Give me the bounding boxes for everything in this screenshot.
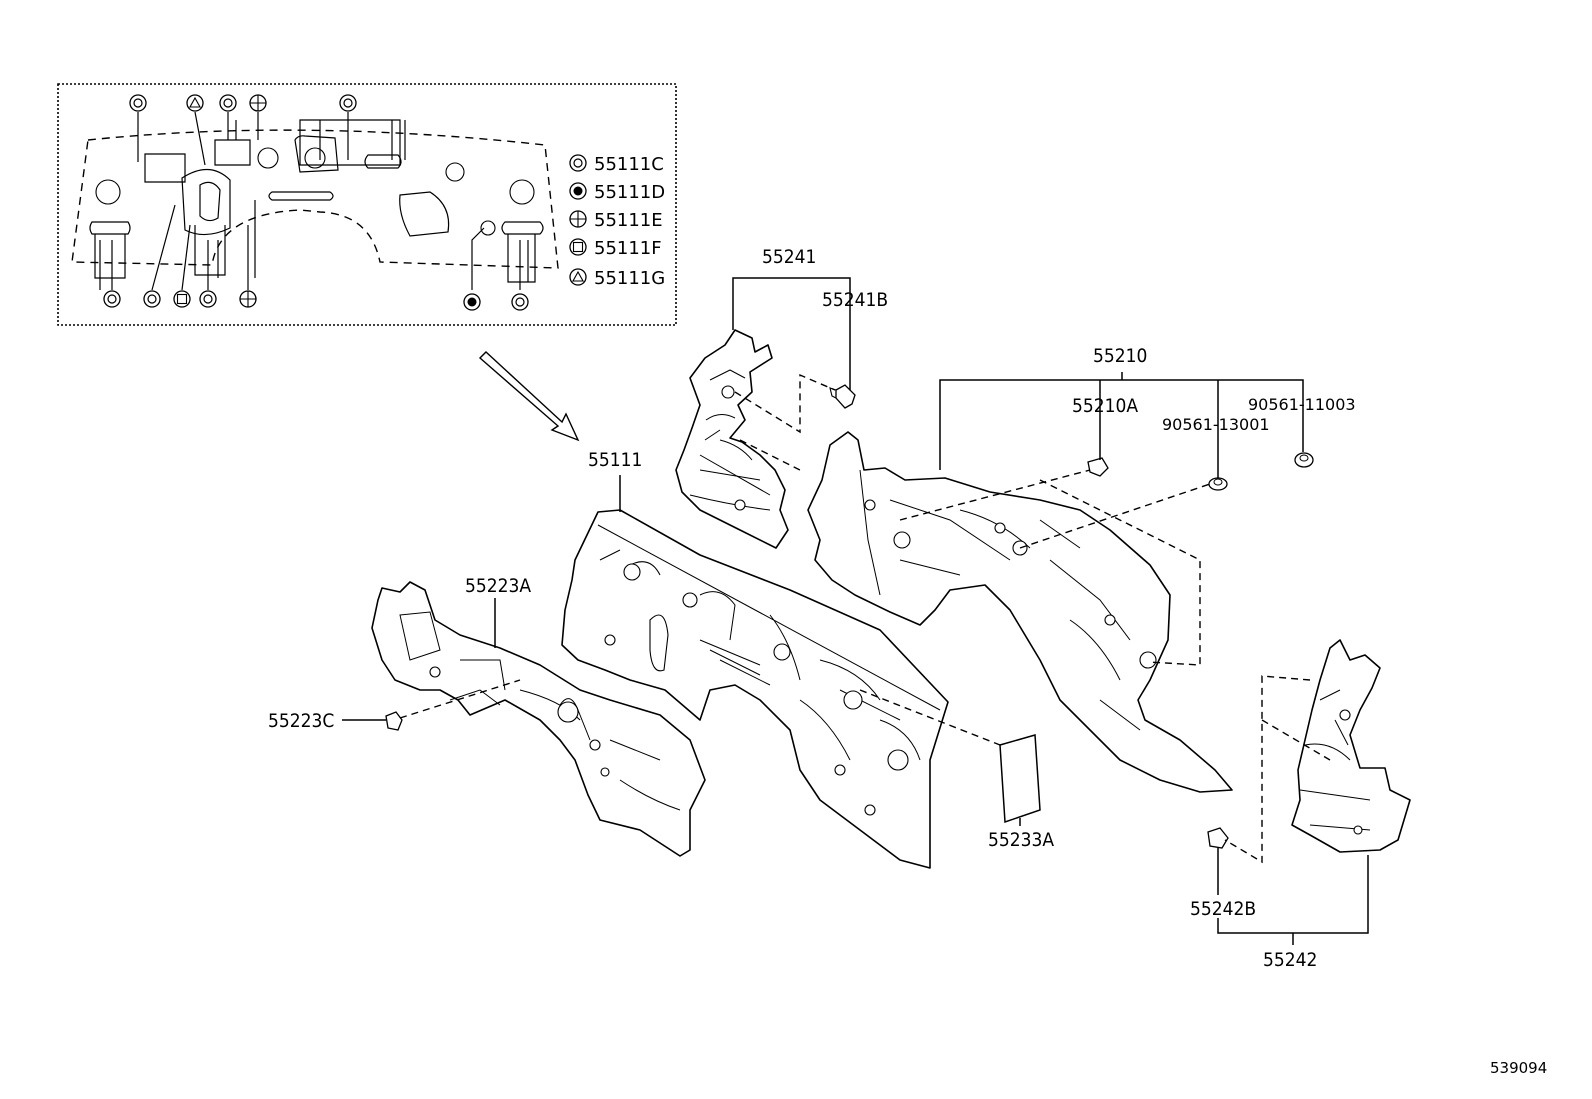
part-55242	[1291, 639, 1411, 853]
clip-55242B	[1207, 827, 1229, 849]
grommet-90561-11003	[1294, 452, 1314, 468]
label-90561-13001: 90561-13001	[1162, 415, 1270, 434]
label-55241B: 55241B	[822, 289, 888, 311]
legend-label-55111E: 55111E	[594, 210, 663, 231]
label-55210: 55210	[1093, 345, 1147, 367]
label-55111: 55111	[588, 449, 642, 471]
label-55210A: 55210A	[1072, 395, 1138, 417]
label-55242: 55242	[1263, 949, 1317, 971]
part-55233A	[999, 734, 1041, 824]
part-55223A	[371, 581, 706, 857]
legend-label-55111F: 55111F	[594, 238, 662, 259]
clip-55223C	[385, 711, 403, 731]
inset-symbol-55111E	[239, 94, 267, 308]
inset-symbol-55111F	[173, 290, 191, 308]
part-55210	[807, 431, 1233, 793]
part-55111	[561, 509, 949, 869]
inset-panel: 55111C 55111D 55111E 55111F 55111G	[57, 83, 677, 326]
label-55223A: 55223A	[465, 575, 531, 597]
grommet-90561-13001	[1208, 477, 1228, 491]
legend-item-55111D: 55111D	[569, 182, 665, 203]
legend-label-55111C: 55111C	[594, 154, 664, 175]
legend-item-55111E: 55111E	[569, 210, 663, 231]
clip-55241B	[829, 384, 856, 409]
clip-55210A	[1087, 457, 1109, 477]
inset-symbol-55111D	[463, 293, 481, 311]
label-55241: 55241	[762, 246, 816, 268]
legend-label-55111G: 55111G	[594, 268, 665, 289]
view-arrow-icon	[478, 351, 580, 442]
legend-item-55111C: 55111C	[569, 154, 664, 175]
label-90561-11003: 90561-11003	[1248, 395, 1356, 414]
legend-item-55111G: 55111G	[569, 268, 665, 289]
legend-item-55111F: 55111F	[569, 238, 662, 259]
legend: 55111C 55111D 55111E 55111F 55111G	[569, 154, 665, 289]
inset-symbol-55111C	[103, 94, 529, 311]
label-55242B: 55242B	[1190, 898, 1256, 920]
legend-label-55111D: 55111D	[594, 182, 665, 203]
label-55223C: 55223C	[268, 710, 334, 732]
part-55241	[675, 329, 789, 549]
figure-id: 539094	[1490, 1059, 1547, 1077]
inset-symbol-55111G	[186, 94, 204, 112]
label-55233A: 55233A	[988, 829, 1054, 851]
